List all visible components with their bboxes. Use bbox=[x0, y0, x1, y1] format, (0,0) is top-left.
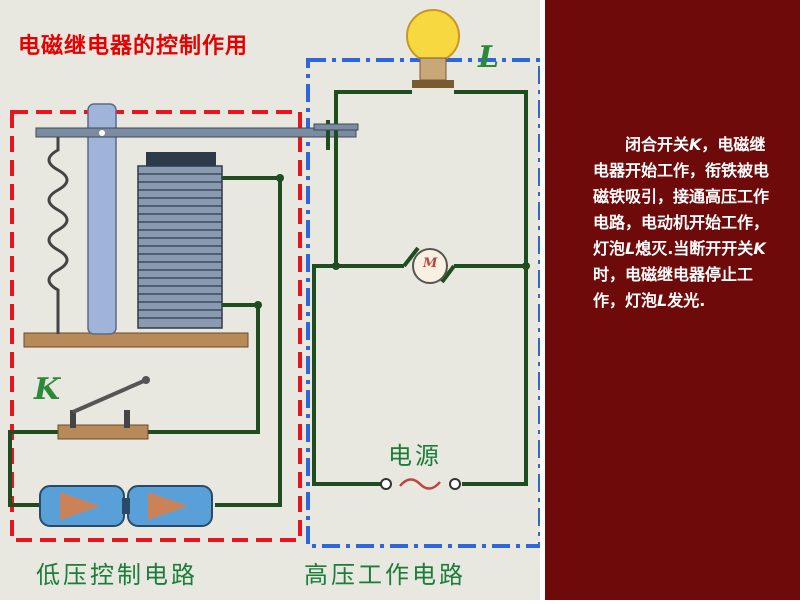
description-part-symbol: L bbox=[657, 291, 668, 310]
description-part: 发光. bbox=[667, 291, 706, 310]
description-panel bbox=[545, 0, 800, 600]
description-text: 闭合开关K，电磁继电器开始工作，衔铁被电磁铁吸引，接通高压工作电路，电动机开始工… bbox=[593, 132, 773, 314]
circuit-svg bbox=[8, 0, 545, 600]
spring bbox=[47, 137, 69, 334]
description-part-symbol: K bbox=[689, 135, 702, 154]
motor-m bbox=[402, 246, 456, 284]
power-source-label: 电源 bbox=[388, 442, 442, 470]
coil-cap-top bbox=[146, 152, 216, 166]
electromagnet-coil bbox=[137, 165, 223, 329]
low-voltage-circuit-box bbox=[10, 110, 302, 542]
switch-k bbox=[57, 376, 150, 440]
power-source bbox=[380, 478, 461, 490]
relay-base bbox=[23, 332, 249, 348]
description-part: 时，电磁继电器停止工作，灯泡 bbox=[593, 265, 754, 310]
armature-pivot bbox=[99, 130, 105, 136]
lamp-l bbox=[406, 9, 460, 88]
description-part: ，电磁继电器开始工作，衔铁被电磁铁吸引，接通高压工作电路，电动机开始工作，灯泡 bbox=[593, 135, 770, 258]
high-voltage-circuit-label: 高压工作电路 bbox=[304, 561, 466, 589]
description-part: 闭合开关 bbox=[593, 135, 690, 154]
diagram-title: 电磁继电器的控制作用 bbox=[18, 34, 249, 59]
battery-pack bbox=[39, 485, 213, 527]
low-voltage-circuit-label: 低压控制电路 bbox=[36, 561, 198, 589]
relay-post bbox=[87, 103, 117, 335]
high-voltage-wires bbox=[312, 90, 528, 486]
armature bbox=[35, 127, 357, 138]
relay-diagram: 电磁继电器的控制作用 L K M 电源 低压控制电路 高压工作电路 bbox=[0, 0, 545, 600]
description-part: 熄灭.当断开开关 bbox=[635, 239, 754, 258]
description-part-symbol: K bbox=[753, 239, 766, 258]
lamp-label: L bbox=[478, 40, 500, 75]
motor-label: M bbox=[423, 256, 438, 271]
switch-label: K bbox=[34, 372, 61, 407]
low-voltage-wires bbox=[8, 176, 282, 507]
description-part-symbol: L bbox=[625, 239, 636, 258]
armature-contact bbox=[313, 123, 359, 131]
